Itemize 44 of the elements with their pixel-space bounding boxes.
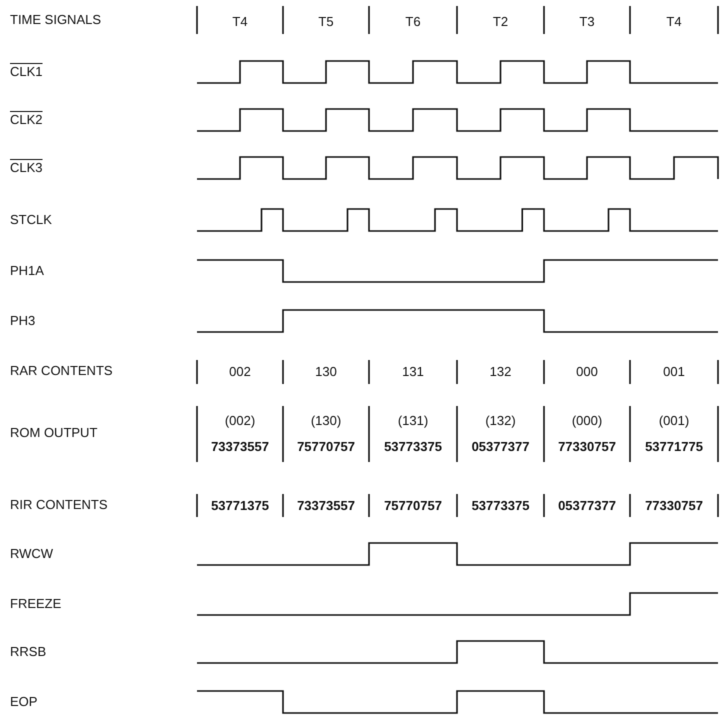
register-value: 53773375 — [470, 498, 530, 514]
row-label: RAR CONTENTS — [10, 363, 113, 379]
register-value: 53771375 — [210, 498, 270, 514]
register-value: 130 — [314, 364, 338, 380]
register-value: 53771775 — [644, 439, 704, 455]
register-value: 77330757 — [557, 439, 617, 455]
register-value: 132 — [488, 364, 512, 380]
register-value: 75770757 — [296, 439, 356, 455]
time-slot-label: T3 — [578, 14, 596, 30]
address-value: (001) — [658, 413, 690, 429]
address-value: (131) — [396, 413, 430, 429]
register-value: 73373557 — [210, 439, 270, 455]
register-value: 000 — [575, 364, 599, 380]
signal-name: CLK2 — [10, 112, 43, 128]
register-value: 001 — [662, 364, 686, 380]
signal-name: RWCW — [10, 546, 54, 562]
signal-name: RRSB — [10, 644, 46, 660]
signal-name: STCLK — [10, 212, 52, 228]
address-value: (130) — [310, 413, 342, 429]
register-value: 05377377 — [557, 498, 617, 514]
time-slot-label: T4 — [231, 14, 249, 30]
signal-name: FREEZE — [10, 596, 62, 612]
signal-name: PH3 — [10, 313, 36, 329]
signal-name: PH1A — [10, 263, 44, 279]
address-value: (002) — [224, 413, 256, 429]
register-value: 53773375 — [383, 439, 443, 455]
register-value: 73373557 — [296, 498, 356, 514]
signal-name: CLK3 — [10, 160, 43, 176]
time-slot-label: T2 — [492, 14, 510, 30]
signal-name: EOP — [10, 694, 38, 710]
row-label: ROM OUTPUT — [10, 425, 98, 441]
row-label: RIR CONTENTS — [10, 497, 108, 513]
register-value: 002 — [228, 364, 252, 380]
time-slot-label: T4 — [665, 14, 683, 30]
time-slot-label: T6 — [404, 14, 422, 30]
address-value: (000) — [570, 413, 604, 429]
register-value: 131 — [401, 364, 425, 380]
row-label: TIME SIGNALS — [10, 12, 102, 28]
address-value: (132) — [484, 413, 517, 429]
signal-name: CLK1 — [10, 64, 43, 80]
register-value: 77330757 — [644, 498, 704, 514]
time-slot-label: T5 — [317, 14, 335, 30]
register-value: 05377377 — [470, 439, 530, 455]
register-value: 75770757 — [383, 498, 443, 514]
